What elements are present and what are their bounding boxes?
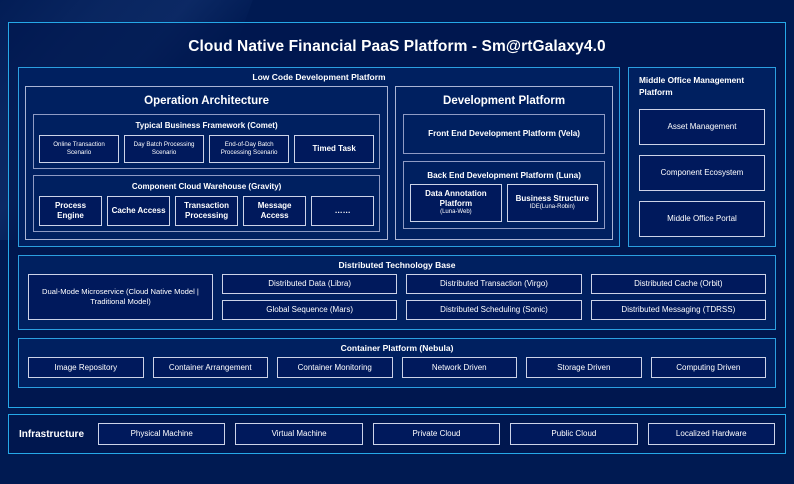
chip-distributed-data[interactable]: Distributed Data (Libra) [221,274,398,295]
chip-container-arrangement[interactable]: Container Arrangement [152,357,268,379]
chip-business-structure-ide[interactable]: Business Structure IDE(Luna-Robin) [506,184,598,223]
distributed-technology-items: Distributed Data (Libra) Distributed Tra… [221,274,766,321]
chip-distributed-transaction[interactable]: Distributed Transaction (Virgo) [406,274,582,295]
chip-virtual-machine[interactable]: Virtual Machine [235,423,363,445]
chip-process-engine[interactable]: Process Engine [39,196,103,227]
development-platform-card[interactable]: Development Platform Front End Developme… [395,86,613,241]
chip-business-structure-label: Business Structure [515,194,589,204]
component-cloud-warehouse-items: Process Engine Cache Access Transaction … [39,196,375,227]
distributed-technology-base-panel[interactable]: Distributed Technology Base Dual-Mode Mi… [18,255,776,331]
chip-public-cloud[interactable]: Public Cloud [510,423,638,445]
front-end-development-platform-label: Front End Development Platform (Vela) [428,129,581,138]
chip-distributed-cache[interactable]: Distributed Cache (Orbit) [590,274,766,295]
back-end-development-platform[interactable]: Back End Development Platform (Luna) Dat… [403,161,605,230]
development-platform-title: Development Platform [443,95,566,107]
middle-office-items: Asset Management Component Ecosystem Mid… [639,108,765,238]
chip-physical-machine[interactable]: Physical Machine [98,423,226,445]
chip-data-annotation-platform-label: Data Annotation Platform [425,189,487,209]
chip-data-annotation-platform-sub: (Luna-Web) [440,209,472,216]
component-cloud-warehouse-group[interactable]: Component Cloud Warehouse (Gravity) Proc… [33,175,381,233]
operation-architecture-card[interactable]: Operation Architecture Typical Business … [25,86,389,241]
chip-private-cloud[interactable]: Private Cloud [372,423,501,445]
middle-office-title: Middle Office Management Platform [639,75,745,97]
distributed-technology-base-title: Distributed Technology Base [338,260,456,271]
infrastructure-label: Infrastructure [19,428,85,440]
typical-business-framework-items: Online Transaction Scenario Day Batch Pr… [39,135,375,163]
chip-localized-hardware[interactable]: Localized Hardware [647,423,775,445]
chip-network-driven[interactable]: Network Driven [401,357,517,379]
back-end-items: Data Annotation Platform (Luna-Web) Busi… [410,184,598,223]
container-platform-items: Image Repository Container Arrangement C… [28,357,766,379]
middle-office-management-platform-panel[interactable]: Middle Office Management Platform Asset … [628,67,776,248]
chip-container-monitoring[interactable]: Container Monitoring [277,357,393,379]
chip-image-repository[interactable]: Image Repository [28,357,144,379]
chip-business-structure-sub: IDE(Luna-Robin) [529,204,575,211]
chip-storage-driven[interactable]: Storage Driven [526,357,642,379]
chip-timed-task[interactable]: Timed Task [294,135,375,163]
chip-asset-management[interactable]: Asset Management [639,108,765,145]
low-code-platform-title: Low Code Development Platform [252,72,386,82]
chip-transaction-processing[interactable]: Transaction Processing [175,196,239,227]
low-code-development-platform-panel[interactable]: Low Code Development Platform Operation … [18,67,620,248]
chip-online-transaction-scenario[interactable]: Online Transaction Scenario [39,135,120,163]
back-end-development-platform-label: Back End Development Platform (Luna) [427,171,581,180]
container-platform-panel[interactable]: Container Platform (Nebula) Image Reposi… [18,338,776,389]
chip-component-ecosystem[interactable]: Component Ecosystem [639,154,765,192]
chip-more-ellipsis[interactable]: …… [311,196,375,227]
chip-day-batch-processing-scenario[interactable]: Day Batch Processing Scenario [124,135,205,163]
infrastructure-items: Physical Machine Virtual Machine Private… [98,423,775,445]
main-platform-frame: Cloud Native Financial PaaS Platform - S… [8,22,786,408]
infrastructure-panel[interactable]: Infrastructure Physical Machine Virtual … [8,414,786,454]
container-platform-title: Container Platform (Nebula) [340,343,454,354]
chip-data-annotation-platform[interactable]: Data Annotation Platform (Luna-Web) [410,184,502,223]
chip-cache-access[interactable]: Cache Access [107,196,171,227]
top-section-row: Low Code Development Platform Operation … [18,67,776,248]
distributed-technology-base-body: Dual-Mode Microservice (Cloud Native Mod… [28,274,766,321]
page-title: Cloud Native Financial PaaS Platform - S… [188,38,606,55]
chip-computing-driven[interactable]: Computing Driven [650,357,766,379]
dual-mode-microservice-wrapper: Dual-Mode Microservice (Cloud Native Mod… [28,274,213,321]
typical-business-framework-title: Typical Business Framework (Comet) [135,121,278,130]
chip-end-of-day-batch-processing-scenario[interactable]: End-of-Day Batch Processing Scenario [209,135,290,163]
chip-middle-office-portal[interactable]: Middle Office Portal [639,201,765,238]
typical-business-framework-group[interactable]: Typical Business Framework (Comet) Onlin… [33,114,381,169]
low-code-columns: Operation Architecture Typical Business … [25,86,613,241]
chip-dual-mode-microservice[interactable]: Dual-Mode Microservice (Cloud Native Mod… [28,274,213,321]
chip-message-access[interactable]: Message Access [243,196,307,227]
chip-distributed-scheduling[interactable]: Distributed Scheduling (Sonic) [406,300,582,321]
front-end-development-platform[interactable]: Front End Development Platform (Vela) [403,114,605,154]
chip-distributed-messaging[interactable]: Distributed Messaging (TDRSS) [590,300,766,321]
operation-architecture-title: Operation Architecture [144,95,269,107]
component-cloud-warehouse-title: Component Cloud Warehouse (Gravity) [131,182,282,191]
chip-global-sequence[interactable]: Global Sequence (Mars) [221,300,398,321]
